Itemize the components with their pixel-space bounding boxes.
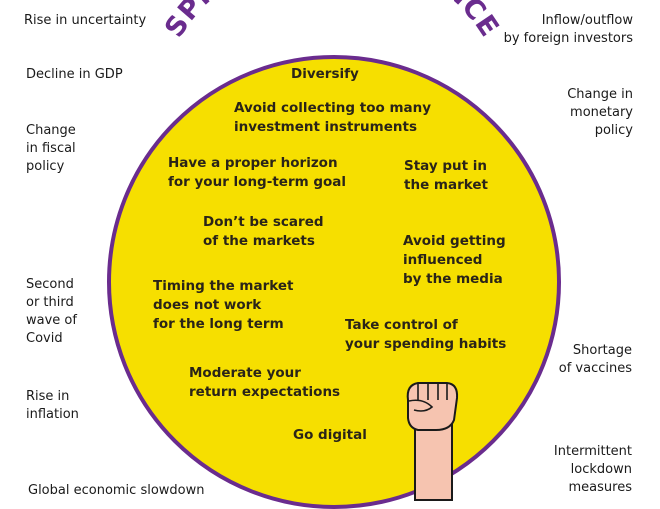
- sphere-title: SPHERE OF INFLUENCE: [159, 0, 505, 43]
- action-stay-put: Stay put in the market: [404, 158, 488, 193]
- action-spending-habits: Take control of your spending habits: [345, 317, 507, 352]
- factor-covid-wave: Second or third wave of Covid: [26, 277, 77, 346]
- factor-global-slowdown: Global economic slowdown: [28, 483, 205, 498]
- factor-vaccine-shortage: Shortage of vaccines: [558, 343, 632, 376]
- factor-lockdown-measures: Intermittent lockdown measures: [553, 444, 632, 495]
- factor-rise-in-uncertainty: Rise in uncertainty: [24, 13, 147, 28]
- action-go-digital: Go digital: [293, 427, 367, 443]
- factor-monetary-policy: Change in monetary policy: [567, 87, 633, 138]
- factor-decline-in-gdp: Decline in GDP: [26, 67, 123, 82]
- action-dont-be-scared: Don’t be scared of the markets: [203, 214, 324, 249]
- factor-foreign-investors: Inflow/outflow by foreign investors: [503, 13, 633, 46]
- fist-icon: [406, 382, 459, 501]
- action-moderate-returns: Moderate your return expectations: [189, 365, 341, 400]
- action-avoid-collecting: Avoid collecting too many investment ins…: [234, 100, 432, 135]
- factor-fiscal-policy: Change in fiscal policy: [26, 123, 76, 174]
- action-avoid-media: Avoid getting influenced by the media: [403, 233, 506, 287]
- action-diversify: Diversify: [291, 66, 359, 82]
- action-proper-horizon: Have a proper horizon for your long-term…: [168, 155, 347, 190]
- action-timing-market: Timing the market does not work for the …: [153, 278, 294, 332]
- factor-rise-in-inflation: Rise in inflation: [26, 389, 79, 422]
